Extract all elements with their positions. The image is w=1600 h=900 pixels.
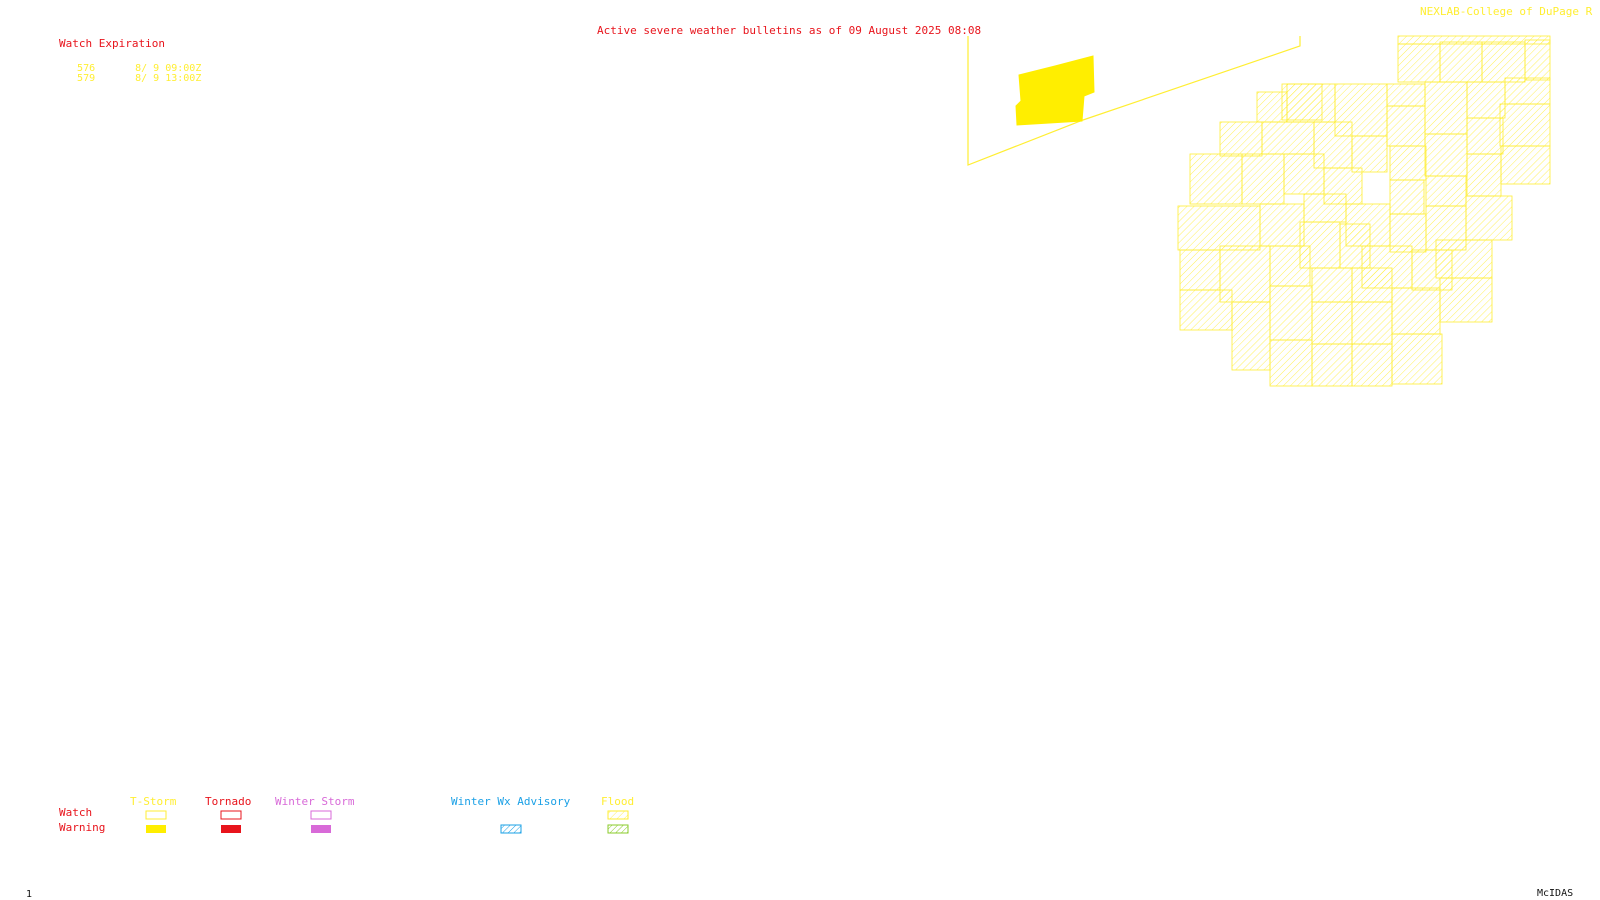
legend-tornado-watch-swatch xyxy=(220,810,242,820)
county-watch-area xyxy=(1177,35,1551,387)
page-title: Active severe weather bulletins as of 09… xyxy=(597,24,982,37)
legend-winter-advisory-label: Winter Wx Advisory xyxy=(451,795,571,808)
tstorm-warning-polygon xyxy=(1015,55,1095,126)
watch-row: 576 8/ 9 09:00Z xyxy=(65,54,201,74)
credit-label: NEXLAB-College of DuPage R xyxy=(1420,5,1593,18)
legend-flood-label: Flood xyxy=(601,795,635,808)
legend-swatches xyxy=(145,810,629,834)
watch-row: 579 8/ 9 13:00Z xyxy=(65,64,201,84)
legend-tornado-warning-swatch xyxy=(221,825,241,833)
legend-winter-storm-warning-swatch xyxy=(311,825,331,833)
watch-id: 576 xyxy=(77,63,96,74)
watch-expires: 8/ 9 13:00Z xyxy=(135,73,202,84)
legend-tstorm-warning-swatch xyxy=(146,825,166,833)
legend-tornado-label: Tornado xyxy=(205,795,252,808)
legend-winter-storm-label: Winter Storm xyxy=(275,795,355,808)
software-label: McIDAS xyxy=(1537,888,1574,899)
legend-tstorm-watch-swatch xyxy=(145,810,167,820)
legend-flood-watch-swatch xyxy=(607,810,629,820)
legend-flood-warning-swatch xyxy=(607,824,629,834)
legend-watch-row-label: Watch xyxy=(59,806,93,819)
legend-warning-row-label: Warning xyxy=(59,821,106,834)
watch-expiration-heading: Watch Expiration xyxy=(59,37,165,50)
tstorm-watch-outline xyxy=(967,36,1301,166)
watch-expires: 8/ 9 09:00Z xyxy=(135,63,202,74)
legend-winter-advisory-warning-swatch xyxy=(500,824,522,834)
legend-winter-storm-watch-swatch xyxy=(310,810,332,820)
watch-id: 579 xyxy=(77,73,96,84)
frame-number: 1 xyxy=(26,889,33,900)
legend-tstorm-label: T-Storm xyxy=(130,795,177,808)
